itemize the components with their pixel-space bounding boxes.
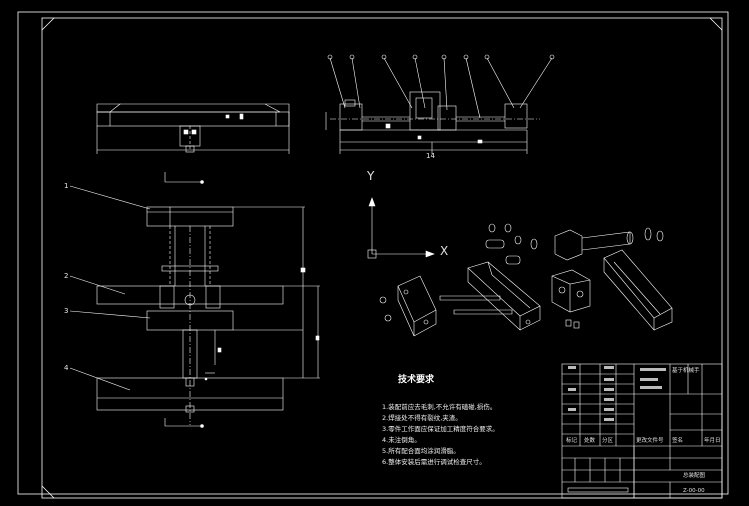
title-block-head-count: 处数 [584,438,596,444]
isometric-exploded-view [379,223,673,337]
tech-note-6: 6.整体安装后需进行调试检查尺寸。 [382,458,486,466]
inner-frame [41,17,723,499]
title-block [561,363,723,499]
axis-x-label: X [440,244,449,258]
front-view [69,172,320,428]
axes-symbol [367,197,435,259]
title-block-drawing-name: 总装配图 [683,473,706,479]
balloon-2: 2 [64,272,69,280]
top-view-dim-label: 14 [426,152,435,160]
tech-note-5: 5.所有配合面均涂润滑脂。 [382,447,460,455]
title-block-drawing-no: Z-00-00 [683,488,705,494]
outer-frame [17,11,729,495]
title-block-head-zone: 分区 [602,438,614,444]
tech-note-3: 3.零件工作面应保证加工精度符合要求。 [382,425,499,433]
tech-requirements-title: 技术要求 [398,375,435,385]
top-left-view [96,103,290,154]
balloon-1: 1 [64,182,69,190]
title-block-project: 基于机械手 [672,368,700,374]
frame-corner-ticks [41,17,723,499]
tech-note-1: 1.装配前应去毛刺,不允许有磕碰,损伤。 [382,403,497,411]
axis-y-label: Y [367,169,375,183]
balloon-4: 4 [64,364,69,372]
title-block-head-docno: 更改文件号 [636,438,664,444]
balloon-3: 3 [64,307,69,315]
tech-note-4: 4.未注倒角。 [382,436,421,444]
title-block-head-date: 年月日 [704,438,721,444]
tech-note-2: 2.焊接处不得有裂纹,夹渣。 [382,414,462,422]
title-block-head-sign: 签名 [672,438,684,444]
title-block-head-mark: 标记 [566,438,578,444]
top-right-view [325,54,555,154]
